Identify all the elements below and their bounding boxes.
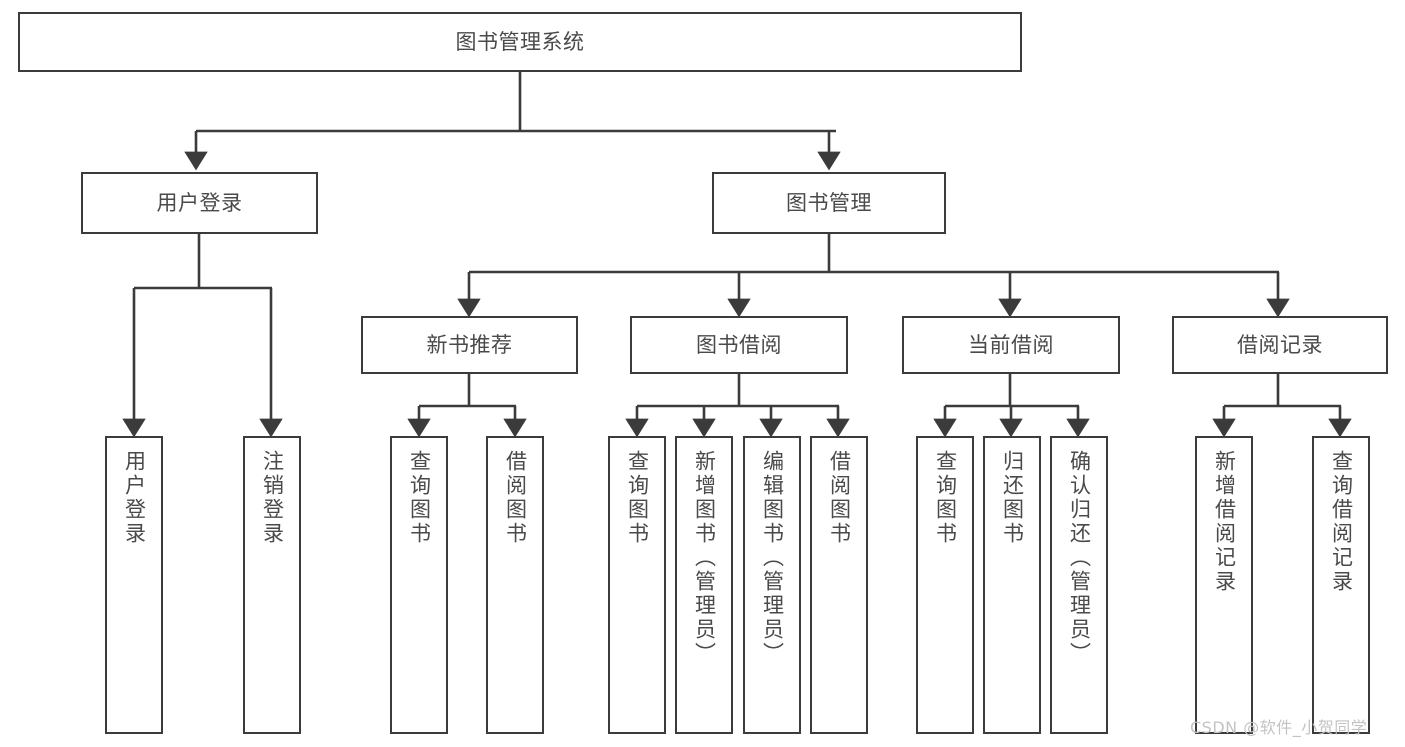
edge-userlogin-to-leaves (122, 234, 283, 438)
node-label: 编辑图书（管理员） (760, 450, 785, 666)
node-label: 新增借阅记录 (1212, 450, 1237, 594)
leaf-current-query-book[interactable]: 查询图书 (916, 436, 974, 734)
leaf-logout[interactable]: 注销登录 (243, 436, 301, 734)
node-new-book-recommend[interactable]: 新书推荐 (361, 316, 578, 374)
node-label: 用户登录 (122, 450, 147, 546)
leaf-recommend-query-book[interactable]: 查询图书 (390, 436, 448, 734)
node-label: 注销登录 (260, 450, 285, 546)
node-label: 图书管理 (786, 190, 872, 215)
csdn-watermark: CSDN @软件_小贺同学 (1190, 718, 1368, 737)
leaf-record-add-borrow-record[interactable]: 新增借阅记录 (1195, 436, 1253, 734)
node-label: 查询图书 (625, 450, 650, 546)
leaf-recommend-borrow-book[interactable]: 借阅图书 (486, 436, 544, 734)
leaf-borrow-borrow-book[interactable]: 借阅图书 (810, 436, 868, 734)
edge-bookmgmt-to-level2 (457, 234, 1290, 318)
leaf-user-login[interactable]: 用户登录 (105, 436, 163, 734)
node-user-login[interactable]: 用户登录 (81, 172, 318, 234)
node-label: 借阅图书 (503, 450, 528, 546)
node-label: 当前借阅 (968, 332, 1054, 357)
edge-newbook-to-leaves (407, 374, 527, 438)
node-root-system[interactable]: 图书管理系统 (18, 12, 1022, 72)
node-current-borrow[interactable]: 当前借阅 (902, 316, 1120, 374)
node-borrow-record[interactable]: 借阅记录 (1172, 316, 1388, 374)
leaf-borrow-edit-book-admin[interactable]: 编辑图书（管理员） (743, 436, 801, 734)
leaf-current-return-book[interactable]: 归还图书 (983, 436, 1041, 734)
node-label: 确认归还（管理员） (1067, 450, 1092, 666)
edge-currentborrow-to-leaves (933, 374, 1090, 438)
node-label: 图书管理系统 (455, 29, 585, 54)
node-label: 图书借阅 (696, 332, 782, 357)
leaf-current-confirm-return-admin[interactable]: 确认归还（管理员） (1050, 436, 1108, 734)
edge-bookborrow-to-leaves (625, 374, 850, 438)
leaf-borrow-add-book-admin[interactable]: 新增图书（管理员） (675, 436, 733, 734)
node-label: 借阅图书 (827, 450, 852, 546)
node-label: 查询图书 (933, 450, 958, 546)
node-label: 新书推荐 (426, 332, 513, 357)
node-book-management[interactable]: 图书管理 (712, 172, 946, 234)
node-label: 用户登录 (156, 190, 243, 215)
edge-borrowrecord-to-leaves (1212, 374, 1352, 438)
node-book-borrow[interactable]: 图书借阅 (630, 316, 848, 374)
node-label: 新增图书（管理员） (692, 450, 717, 666)
edge-root-to-level1 (184, 72, 841, 171)
node-label: 归还图书 (1000, 450, 1025, 546)
node-label: 查询图书 (407, 450, 432, 546)
node-label: 借阅记录 (1237, 332, 1323, 357)
leaf-borrow-query-book[interactable]: 查询图书 (608, 436, 666, 734)
leaf-record-query-borrow-record[interactable]: 查询借阅记录 (1312, 436, 1370, 734)
node-label: 查询借阅记录 (1329, 450, 1354, 594)
